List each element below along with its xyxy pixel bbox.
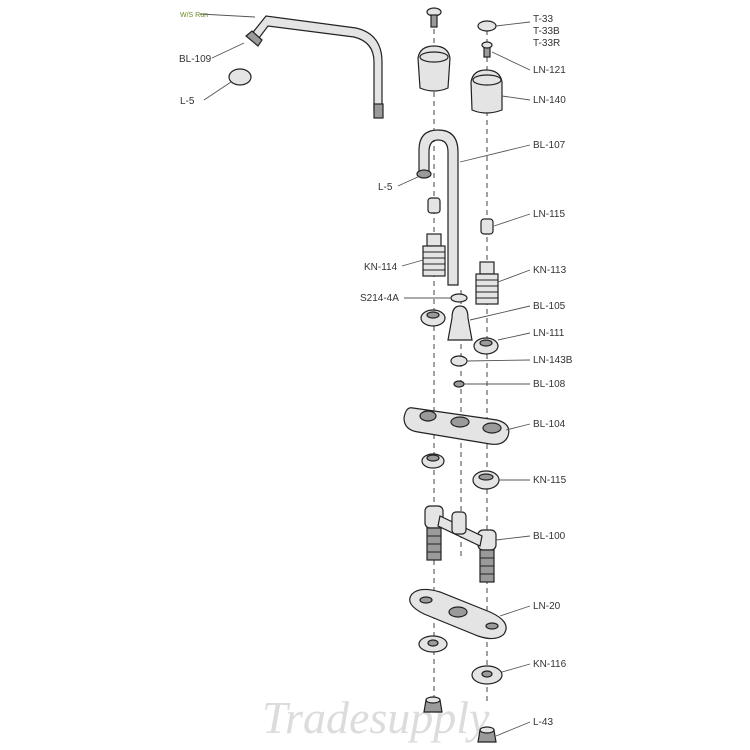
- lead-bl105: [469, 305, 531, 321]
- gooseneck-spout-bl107: [416, 129, 459, 286]
- screw-left-top: [426, 7, 442, 28]
- label-t33r: T-33R: [533, 38, 560, 49]
- label-s214: S214-4A: [360, 293, 399, 304]
- lead-bl109: [211, 42, 245, 59]
- lead-kn113: [497, 269, 531, 283]
- label-ln121: LN-121: [533, 65, 566, 76]
- label-ln140: LN-140: [533, 95, 566, 106]
- label-wsrun: W/S Run: [180, 12, 208, 19]
- label-kn116: KN-116: [533, 659, 567, 670]
- spacer-kn115: [472, 470, 500, 490]
- nut-left-bottom: [423, 696, 443, 713]
- lead-bl104: [505, 423, 531, 431]
- label-kn113: KN-113: [533, 265, 567, 276]
- label-t33b: T-33B: [533, 26, 560, 37]
- nut-l43: [477, 726, 497, 743]
- lead-t33: [495, 21, 531, 27]
- label-bl108: BL-108: [533, 379, 566, 390]
- label-bl109: BL-109: [179, 54, 212, 65]
- washer-kn116: [471, 665, 503, 685]
- label-l5-top: L-5: [180, 96, 195, 107]
- washer-bl108: [453, 380, 465, 388]
- o-ring-s214: [450, 293, 468, 303]
- label-ln20: LN-20: [533, 601, 561, 612]
- swing-spout-bl109: [245, 15, 384, 119]
- label-kn114: KN-114: [364, 262, 398, 273]
- lead-wsrun: [199, 13, 256, 18]
- label-ln143b: LN-143B: [533, 355, 573, 366]
- bonnet-left: [420, 309, 446, 327]
- top-plate-bl104: [403, 407, 510, 445]
- washer-ln143b: [450, 355, 468, 367]
- watermark: Tradesupply: [262, 692, 490, 743]
- label-bl107: BL-107: [533, 140, 566, 151]
- bonnet-ln111: [473, 337, 499, 355]
- lead-ln143b: [466, 359, 531, 362]
- label-ln115: LN-115: [533, 209, 565, 220]
- washer-left-bottom: [418, 635, 448, 653]
- lead-ln121: [491, 51, 531, 71]
- gasket-ln20: [409, 588, 507, 640]
- lead-kn116: [501, 663, 531, 673]
- lead-ln20: [499, 605, 531, 617]
- lead-ln140: [501, 95, 531, 101]
- label-bl100: BL-100: [533, 531, 566, 542]
- lead-ln115: [493, 213, 531, 227]
- label-t33: T-33: [533, 14, 553, 25]
- lead-ln111: [497, 332, 531, 341]
- lead-bl100: [495, 535, 531, 541]
- index-button-t33: [477, 20, 497, 32]
- stem-adapter-ln115: [480, 218, 494, 235]
- handle-left: [417, 45, 451, 92]
- handle-ln140: [470, 69, 503, 114]
- label-l5-mid: L-5: [378, 182, 393, 193]
- lead-l5-top: [203, 81, 232, 101]
- label-kn115: KN-115: [533, 475, 567, 486]
- label-bl105: BL-105: [533, 301, 566, 312]
- lead-l5-mid: [397, 175, 421, 187]
- spout-base-bl105: [447, 305, 473, 341]
- label-bl104: BL-104: [533, 419, 566, 430]
- label-l43: L-43: [533, 717, 553, 728]
- stem-adapter-left: [427, 197, 441, 214]
- cartridge-kn113: [475, 261, 499, 305]
- spacer-left: [421, 453, 445, 469]
- lead-bl107: [459, 144, 531, 163]
- lead-kn114: [401, 259, 424, 267]
- screw-ln121: [481, 41, 493, 58]
- lead-l43: [495, 721, 531, 737]
- aerator-l5-top: [228, 68, 252, 86]
- cartridge-kn114: [422, 233, 446, 277]
- label-ln111: LN-111: [533, 328, 565, 339]
